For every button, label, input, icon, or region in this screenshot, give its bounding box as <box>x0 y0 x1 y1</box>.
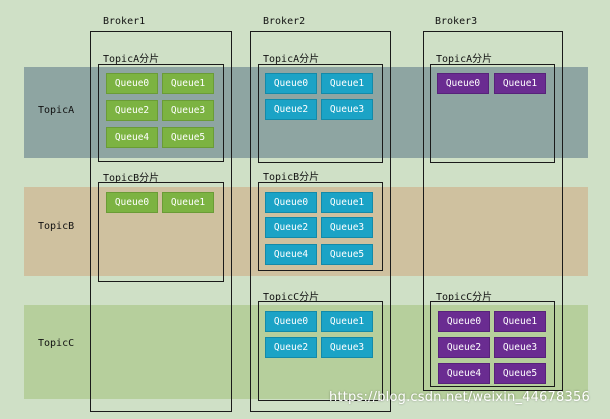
broker2-topicb-queue4: Queue4 <box>265 244 317 265</box>
broker3-box <box>423 31 563 391</box>
broker3-label: Broker3 <box>435 16 478 27</box>
broker2-topica-queue0: Queue0 <box>265 73 317 94</box>
broker1-topica-queue4: Queue4 <box>106 127 158 148</box>
topic-a-label: TopicA <box>38 105 75 116</box>
broker2-topica-queue2: Queue2 <box>265 99 317 120</box>
broker3-topica-shard <box>430 64 555 163</box>
broker1-topica-shard-label: TopicA分片 <box>103 54 160 65</box>
broker2-topicc-queue2: Queue2 <box>265 337 317 358</box>
broker3-topica-shard-label: TopicA分片 <box>436 54 493 65</box>
broker2-topica-queue1: Queue1 <box>321 73 373 94</box>
broker3-topicc-queue4: Queue4 <box>438 363 490 384</box>
broker2-topica-queue3: Queue3 <box>321 99 373 120</box>
broker2-topicc-queue0: Queue0 <box>265 311 317 332</box>
broker1-topica-queue2: Queue2 <box>106 100 158 121</box>
broker2-topicb-queue1: Queue1 <box>321 192 373 213</box>
broker2-topicb-shard-label: TopicB分片 <box>263 172 320 183</box>
watermark-text: https://blog.csdn.net/weixin_44678356 <box>329 390 590 405</box>
broker2-topica-shard <box>258 64 383 163</box>
broker3-topicc-shard-label: TopicC分片 <box>436 292 493 303</box>
broker2-topicc-queue1: Queue1 <box>321 311 373 332</box>
broker1-box <box>90 31 232 412</box>
broker1-topicb-shard <box>98 182 224 282</box>
broker3-topicc-queue0: Queue0 <box>438 311 490 332</box>
broker2-topicc-shard <box>258 301 383 401</box>
broker2-topicb-shard <box>258 182 383 271</box>
broker2-topicc-queue3: Queue3 <box>321 337 373 358</box>
broker2-topicb-queue2: Queue2 <box>265 217 317 238</box>
broker1-topica-queue5: Queue5 <box>162 127 214 148</box>
broker1-label: Broker1 <box>103 16 146 27</box>
broker2-topica-shard-label: TopicA分片 <box>263 54 320 65</box>
broker3-topicc-queue1: Queue1 <box>494 311 546 332</box>
broker1-topicb-queue0: Queue0 <box>106 192 158 213</box>
broker2-topicc-shard-label: TopicC分片 <box>263 292 320 303</box>
broker2-topicb-queue0: Queue0 <box>265 192 317 213</box>
topic-b-label: TopicB <box>38 221 75 232</box>
broker3-topicc-queue2: Queue2 <box>438 337 490 358</box>
broker1-topicb-queue1: Queue1 <box>162 192 214 213</box>
broker2-topicb-queue5: Queue5 <box>321 244 373 265</box>
broker3-topicc-shard <box>430 301 555 387</box>
topic-c-label: TopicC <box>38 338 75 349</box>
broker3-topicc-queue5: Queue5 <box>494 363 546 384</box>
broker1-topica-queue3: Queue3 <box>162 100 214 121</box>
broker2-label: Broker2 <box>263 16 306 27</box>
broker2-topicb-queue3: Queue3 <box>321 217 373 238</box>
broker2-box <box>250 31 391 412</box>
broker3-topicc-queue3: Queue3 <box>494 337 546 358</box>
broker1-topica-queue1: Queue1 <box>162 73 214 94</box>
broker1-topicb-shard-label: TopicB分片 <box>103 173 160 184</box>
broker1-topica-shard <box>98 64 224 162</box>
broker1-topica-queue0: Queue0 <box>106 73 158 94</box>
broker3-topica-queue0: Queue0 <box>437 73 489 94</box>
broker3-topica-queue1: Queue1 <box>494 73 546 94</box>
